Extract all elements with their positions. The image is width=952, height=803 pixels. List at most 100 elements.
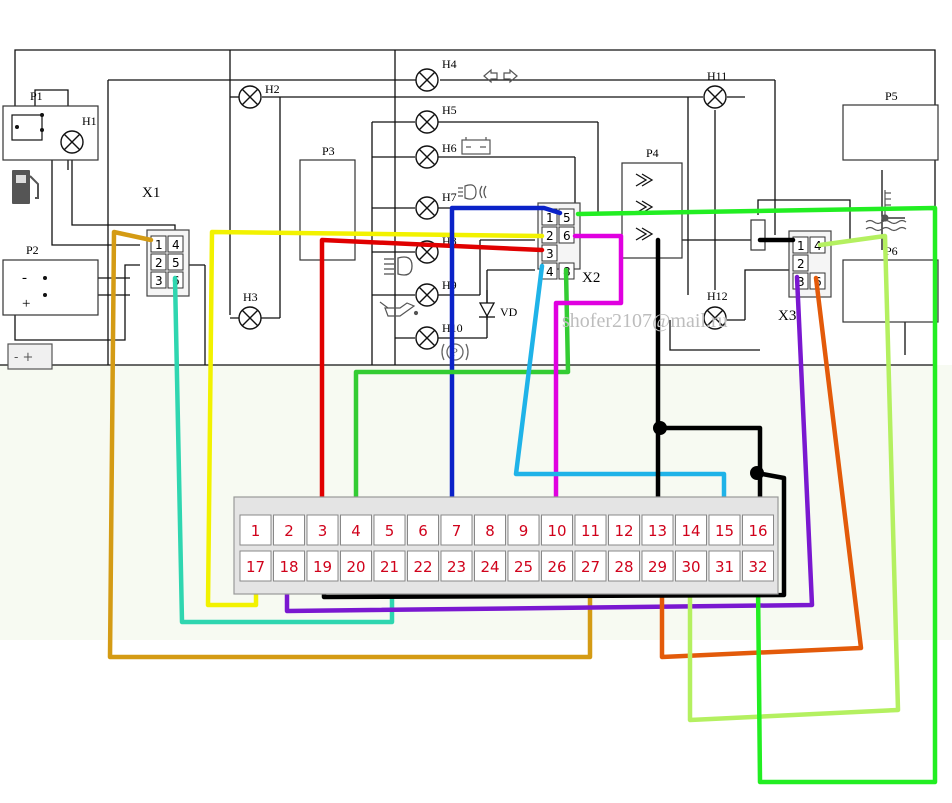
junction-dots (653, 421, 764, 480)
p5-box (842, 104, 939, 161)
p2-box (2, 259, 99, 316)
pin-3: 3 (318, 522, 328, 540)
x1-connector-pin-5: 5 (172, 256, 180, 270)
pin-16: 16 (748, 522, 767, 540)
label-p5: P5 (885, 89, 898, 103)
pin-10: 10 (547, 522, 566, 540)
x3-connector-pin-1: 1 (797, 239, 805, 253)
pin-30-cell (675, 550, 707, 582)
x2-connector-pin-6: 6 (563, 229, 571, 243)
label-vd: VD (500, 305, 518, 319)
pin-21: 21 (380, 558, 399, 576)
x3-connector-pin-4: 4 (814, 239, 822, 253)
x3-connector-pin-3: 3 (797, 275, 805, 289)
pin-12-cell (608, 514, 640, 546)
p6-box (842, 259, 939, 323)
h1-lamp-icon (60, 130, 84, 154)
pin-15-cell (708, 514, 741, 546)
pin-16-cell (742, 514, 774, 546)
battery-icon (461, 137, 491, 155)
diode-vd (478, 302, 496, 318)
pin-29: 29 (648, 558, 667, 576)
label-h2: H2 (265, 82, 280, 96)
pin-25-cell (507, 550, 540, 582)
pin-7: 7 (452, 522, 462, 540)
pin-4: 4 (351, 522, 361, 540)
h5-lamp-icon (415, 110, 439, 134)
pin-19-cell (306, 550, 339, 582)
svg-text:P: P (451, 348, 458, 359)
pin-23-cell (440, 550, 473, 582)
pin-25: 25 (514, 558, 533, 576)
wire-lime (687, 233, 901, 723)
pin-5-cell (373, 514, 406, 546)
low-beam-icon (458, 184, 487, 200)
pin-29-cell (641, 550, 674, 582)
h7-lamp-icon (415, 196, 439, 220)
pin-21-cell (373, 550, 406, 582)
pin-13-cell (641, 514, 674, 546)
wire-olive (107, 229, 593, 660)
label-p4: P4 (646, 146, 659, 160)
h4-lamp-icon (415, 68, 439, 92)
pin-18-cell (273, 550, 305, 582)
pin-10-cell (541, 514, 573, 546)
pin-12: 12 (614, 522, 633, 540)
h9-lamp-icon (415, 283, 439, 307)
label-h7: H7 (442, 190, 457, 204)
x3-connector-pin-2: 2 (797, 257, 805, 271)
pin-6-cell (407, 514, 439, 546)
wire-red (319, 237, 545, 508)
fuel-pump-icon (12, 170, 39, 204)
wire-purple (284, 274, 815, 614)
label-h11: H11 (707, 69, 727, 83)
label-h6: H6 (442, 141, 457, 155)
pin-31-cell (708, 550, 741, 582)
x1-connector-pin-1: 1 (155, 238, 163, 252)
label-x2: X2 (582, 270, 600, 286)
pin-11-cell (574, 514, 607, 546)
headlight-icon (384, 256, 413, 276)
pin-2-cell (273, 514, 305, 546)
pin-13: 13 (648, 522, 667, 540)
p2-plus-label: + (22, 296, 30, 312)
pin-19: 19 (313, 558, 332, 576)
label-p1: P1 (30, 89, 43, 103)
label-h4: H4 (442, 57, 457, 71)
h12-lamp-icon (703, 306, 727, 330)
h2-lamp-icon (238, 85, 262, 109)
schematic-lines (0, 49, 936, 366)
wire-green (353, 267, 571, 508)
x2-connector-pin-1: 1 (546, 211, 554, 225)
pin-5: 5 (385, 522, 395, 540)
pin-14: 14 (681, 522, 700, 540)
colored-wires (107, 205, 938, 785)
x2-connector-pin-2: 2 (546, 229, 554, 243)
label-x3: X3 (778, 308, 796, 324)
pin-28-cell (608, 550, 640, 582)
pin-17-cell (239, 550, 272, 582)
wire-black-16 (657, 425, 763, 508)
pin-28: 28 (614, 558, 633, 576)
x1-connector-pin-2: 2 (155, 256, 163, 270)
pin-31: 31 (715, 558, 734, 576)
battery-icon-p2: - + (7, 343, 53, 370)
pin-9-cell (507, 514, 540, 546)
x2-connector-pin-4: 4 (546, 265, 554, 279)
h6-lamp-icon (415, 145, 439, 169)
pin-26-cell (541, 550, 573, 582)
wire-yellow (205, 229, 545, 608)
label-h5: H5 (442, 103, 457, 117)
svg-text:- +: - + (14, 350, 33, 365)
pin-30: 30 (681, 558, 700, 576)
pin-15: 15 (715, 522, 734, 540)
label-p6: P6 (885, 244, 898, 258)
pin-23: 23 (447, 558, 466, 576)
coolant-temperature-icon (865, 190, 907, 232)
pin-27-cell (574, 550, 607, 582)
pin-1-cell (239, 514, 272, 546)
